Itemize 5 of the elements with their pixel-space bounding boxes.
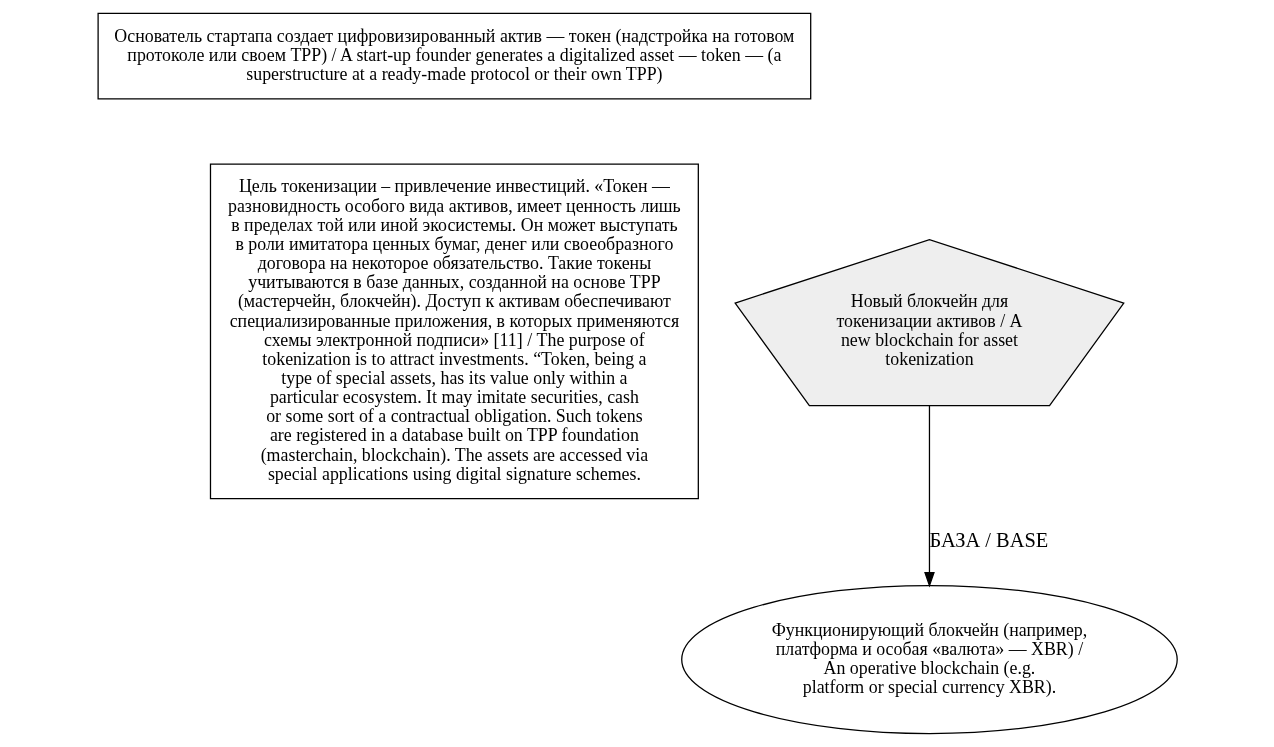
node-box: Цель токенизации – привлечение инвестиций. «Токен — разновидность особого вида активов, имеет ценность лишь в пределах той или иной экосистемы. Он может выступать в роли имитатора ценных бумаг, денег или своеобразного договора на некоторое обязательство. Такие токены учитываются в базе данных, созданной на основе TPP (мастерчейн, блокчейн). Доступ к активам обеспечивают специализированные приложения, в которых применяются схемы электронной подписи» [11] / The purpose of tokenization is to attract investments. “Token, being a type of special assets, has its value only within a particular ecosystem. It may imitate securities, cash or some sort of a contractual obligation. Such tokens are registered in a database built on TPP foundation (masterchain, blockchain). The assets are accessed via special applications using digital signature schemes. (209, 163, 699, 500)
node-ellipse: Функционирующий блокчейн (например, платформа и особая «валюта» — XBR) / An operative blockchain (e.g. platform or special currency XBR). (680, 584, 1178, 735)
node-box: Основатель стартапа создает цифровизированный актив — токен (надстройка на готовом протоколе или своем TPP) / A start-up founder generates a digitalized asset — token — (a superstructure at a ready-made protocol or their own TPP) (96, 12, 811, 100)
arrow (923, 405, 935, 588)
edge-label: БАЗА / BASE (928, 528, 1048, 551)
